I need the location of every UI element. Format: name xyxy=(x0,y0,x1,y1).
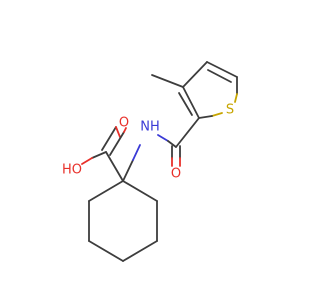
cyclohexane-ring xyxy=(88,180,158,262)
carbonyl-oxygen-label: O xyxy=(171,167,181,182)
methyl-group xyxy=(151,74,184,88)
amide-nitrogen-label: NH xyxy=(140,120,160,135)
sulfur-atom-label: S xyxy=(226,103,234,118)
thiophene-ring xyxy=(175,61,238,148)
hydroxyl-label: HO xyxy=(62,163,82,178)
molecule-diagram: S NH O O HO xyxy=(62,61,238,262)
amide-linkage xyxy=(122,134,181,182)
acid-carbonyl-oxygen-label: O xyxy=(119,116,129,131)
carboxylic-acid-group xyxy=(81,126,127,182)
